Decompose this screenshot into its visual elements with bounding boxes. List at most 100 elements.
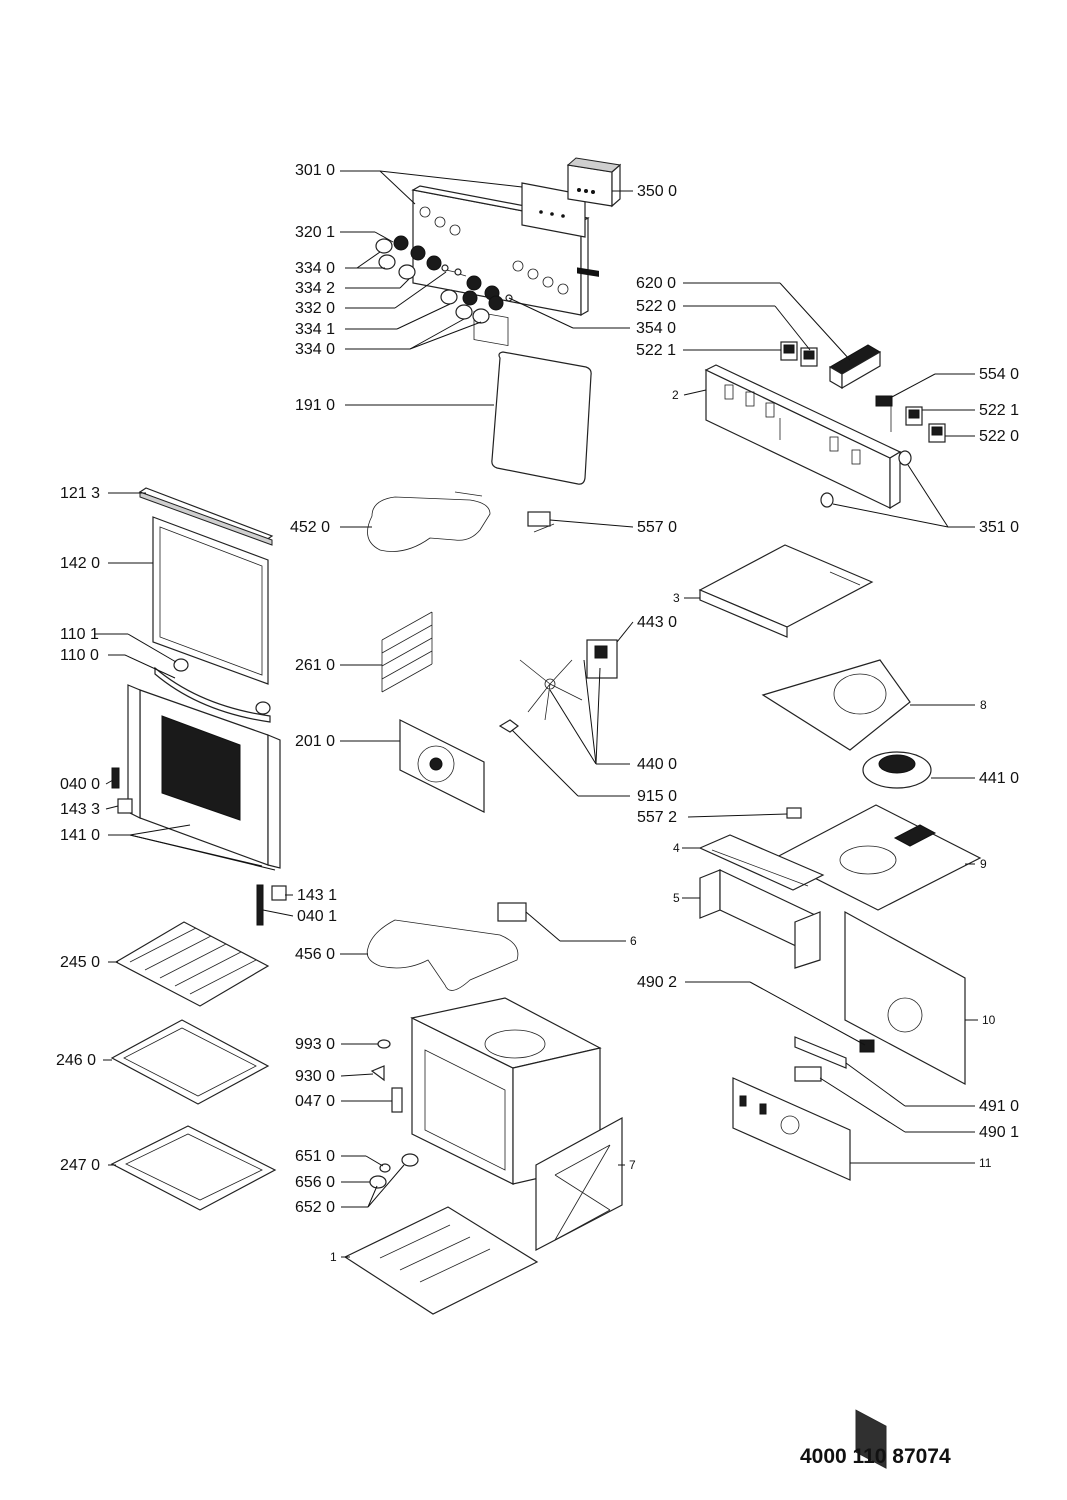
safety-thermostat-drawing	[786, 807, 802, 819]
switches-right-drawing	[875, 395, 946, 443]
part-label-452-0: 452 0	[290, 519, 331, 536]
lamp-holders-drawing	[820, 450, 912, 508]
part-label-9: 9	[980, 857, 987, 871]
lower-element-drawing	[366, 902, 527, 991]
fan-motor-drawing	[586, 639, 618, 679]
leader-lines	[94, 170, 978, 1258]
part-label-930-0: 930 0	[295, 1068, 336, 1085]
part-label-557-2: 557 2	[637, 809, 678, 826]
part-label-554-0: 554 0	[979, 366, 1020, 383]
part-label-142-0: 142 0	[60, 555, 101, 572]
part-label-522-1-top: 522 1	[636, 342, 677, 359]
part-label-141-0: 141 0	[60, 827, 101, 844]
part-label-047-0: 047 0	[295, 1093, 336, 1110]
hinge-left-drawing	[111, 767, 133, 814]
lower-bracket-drawing	[732, 1077, 851, 1181]
part-label-2: 2	[672, 388, 679, 402]
part-label-143-1: 143 1	[297, 887, 338, 904]
part-label-040-1: 040 1	[297, 908, 338, 925]
thermostat-drawing	[527, 511, 555, 533]
rear-panel-drawing	[844, 910, 966, 1469]
part-label-334-0-upper: 334 0	[295, 260, 336, 277]
part-label-6: 6	[630, 934, 637, 948]
part-label-10: 10	[982, 1013, 996, 1027]
deep-tray-drawing	[110, 1125, 277, 1211]
part-label-490-1: 490 1	[979, 1124, 1020, 1141]
part-label-261-0: 261 0	[295, 657, 336, 674]
part-label-522-1-right: 522 1	[979, 402, 1020, 419]
part-label-522-0-right: 522 0	[979, 428, 1020, 445]
part-label-1: 1	[330, 1250, 337, 1264]
top-element-drawing	[367, 491, 491, 552]
side-racks-drawing	[381, 611, 433, 693]
terminal-strip-drawing	[794, 1036, 875, 1082]
part-label-040-0: 040 0	[60, 776, 101, 793]
baking-tray-drawing	[110, 1019, 270, 1105]
part-label-915-0: 915 0	[637, 788, 678, 805]
part-label-522-0-top: 522 0	[636, 298, 677, 315]
part-label-441-0: 441 0	[979, 770, 1020, 787]
clock-module-drawing	[566, 157, 622, 277]
part-label-557-0: 557 0	[637, 519, 678, 536]
part-label-143-3: 143 3	[60, 801, 101, 818]
part-label-656-0: 656 0	[295, 1174, 336, 1191]
part-label-443-0: 443 0	[637, 614, 678, 631]
part-label-334-0-lower: 334 0	[295, 341, 336, 358]
part-label-201-0: 201 0	[295, 733, 336, 750]
part-label-4: 4	[673, 841, 680, 855]
part-label-110-0: 110 0	[60, 647, 99, 664]
door-handle-drawing	[154, 658, 271, 723]
part-label-247-0: 247 0	[60, 1157, 101, 1174]
part-label-191-0: 191 0	[295, 397, 336, 414]
part-label-456-0: 456 0	[295, 946, 336, 963]
part-label-491-0: 491 0	[979, 1098, 1020, 1115]
part-label-351-0: 351 0	[979, 519, 1020, 536]
part-label-651-0: 651 0	[295, 1148, 336, 1165]
part-label-245-0: 245 0	[60, 954, 101, 971]
door-seal-drawing	[491, 351, 592, 485]
top-cover-panel-drawing	[773, 804, 982, 911]
rear-cover-plate-drawing	[698, 544, 874, 638]
base-plate-drawing	[343, 1206, 539, 1315]
part-label-334-2: 334 2	[295, 280, 336, 297]
fan-housing-drawing	[761, 659, 911, 751]
part-label-320-1: 320 1	[295, 224, 336, 241]
terminal-block-drawing	[829, 344, 881, 390]
front-frame-drawing	[535, 1116, 623, 1251]
switch-pair-top-drawing	[780, 341, 818, 367]
knobs-drawing	[375, 235, 513, 324]
part-label-440-0: 440 0	[637, 756, 678, 773]
fan-blade-drawing	[498, 659, 583, 733]
electrics-bracket-drawing	[704, 364, 902, 510]
lamp-parts-drawing	[369, 1153, 419, 1189]
part-label-332-0: 332 0	[295, 300, 336, 317]
part-label-490-2: 490 2	[637, 974, 678, 991]
hinge-bottom-drawing	[256, 884, 287, 926]
part-label-246-0: 246 0	[56, 1052, 97, 1069]
side-bracket-drawing	[699, 869, 821, 969]
part-label-121-3: 121 3	[60, 485, 101, 502]
door-trim-drawing	[138, 487, 274, 546]
part-label-993-0: 993 0	[295, 1036, 336, 1053]
part-label-11: 11	[979, 1156, 992, 1170]
inner-glass-drawing	[152, 516, 269, 685]
part-label-652-0: 652 0	[295, 1199, 336, 1216]
document-number: 4000 110 87074	[800, 1445, 951, 1468]
part-label-354-0: 354 0	[636, 320, 677, 337]
outer-door-drawing	[127, 684, 281, 869]
part-label-3: 3	[673, 591, 680, 605]
part-label-301-0: 301 0	[295, 162, 336, 179]
part-label-8: 8	[980, 698, 987, 712]
channel-rail-drawing	[698, 834, 825, 891]
part-label-7: 7	[629, 1158, 636, 1172]
part-label-350-0: 350 0	[637, 183, 678, 200]
part-label-334-1: 334 1	[295, 321, 336, 338]
part-label-110-1: 110 1	[60, 626, 99, 643]
cooling-fan-drawing	[862, 751, 932, 789]
fan-cover-drawing	[399, 719, 485, 813]
part-label-620-0: 620 0	[636, 275, 677, 292]
part-label-5: 5	[673, 891, 680, 905]
grill-rack-drawing	[114, 921, 270, 1007]
